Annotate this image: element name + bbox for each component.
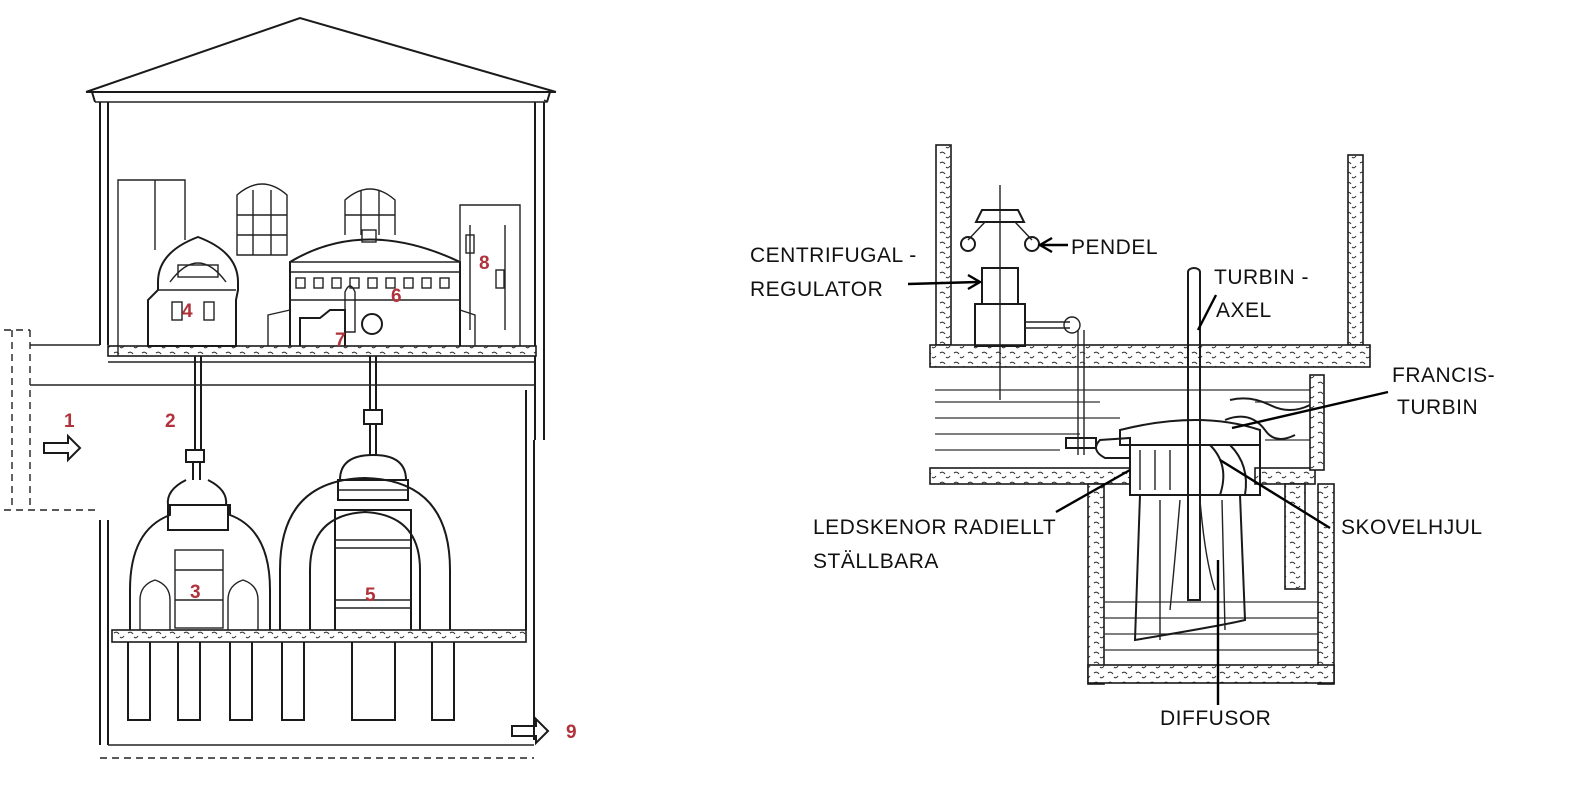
power-station-section: 1 2 3 4 5 6 7 8 9 [4, 16, 577, 759]
lower-slab-left [929, 467, 1131, 485]
pit-wall-left [1087, 483, 1105, 685]
turbine-3 [129, 449, 271, 630]
label-turbin-2: AXEL [1216, 299, 1272, 322]
number-1: 1 [64, 411, 75, 432]
number-6: 6 [391, 286, 402, 307]
leader-arrows [907, 236, 1389, 705]
lower-slab-right [1254, 467, 1316, 485]
number-4: 4 [182, 301, 193, 322]
generator-large [267, 229, 476, 346]
turbine-floor [111, 629, 527, 643]
label-centrifugal-2: REGULATOR [750, 278, 883, 301]
generator-small [147, 235, 239, 347]
wall-left [935, 144, 952, 346]
label-pendel: PENDEL [1071, 236, 1158, 259]
water-pit [1104, 601, 1318, 651]
label-turbin-1: TURBIN - [1214, 266, 1309, 289]
pit-wall-right [1317, 483, 1335, 685]
window-left [236, 183, 288, 256]
label-francis-2: TURBIN [1397, 396, 1478, 419]
label-francis-1: FRANCIS- [1392, 364, 1495, 387]
roof [85, 16, 557, 93]
label-ledskenor-1: LEDSKENOR RADIELLT [813, 516, 1056, 539]
number-2: 2 [165, 411, 176, 432]
water-upper [935, 389, 1310, 451]
number-5: 5 [365, 585, 376, 606]
centrifugal-governor [960, 185, 1097, 455]
upper-slab [929, 344, 1371, 368]
turbine-shaft [1187, 267, 1201, 601]
switchboard [459, 204, 521, 346]
francis-turbine-section: CENTRIFUGAL - REGULATOR PENDEL TURBIN - … [750, 144, 1495, 730]
number-8: 8 [479, 253, 490, 274]
window-right [344, 188, 396, 235]
number-3: 3 [190, 582, 201, 603]
number-7: 7 [335, 330, 346, 351]
label-centrifugal-1: CENTRIFUGAL - [750, 244, 917, 267]
turbine-5 [279, 409, 451, 633]
label-diffusor: DIFFUSOR [1160, 707, 1271, 730]
label-ledskenor-2: STÄLLBARA [813, 550, 939, 573]
diffusor [1133, 494, 1247, 642]
wall-right [1347, 154, 1364, 346]
number-9: 9 [566, 722, 577, 743]
inlet-arrow [43, 433, 82, 463]
label-skovelhjul: SKOVELHJUL [1341, 516, 1483, 539]
machine-hall-floor [107, 345, 537, 357]
outlet-arrow [511, 716, 550, 746]
pit-floor [1087, 664, 1335, 684]
